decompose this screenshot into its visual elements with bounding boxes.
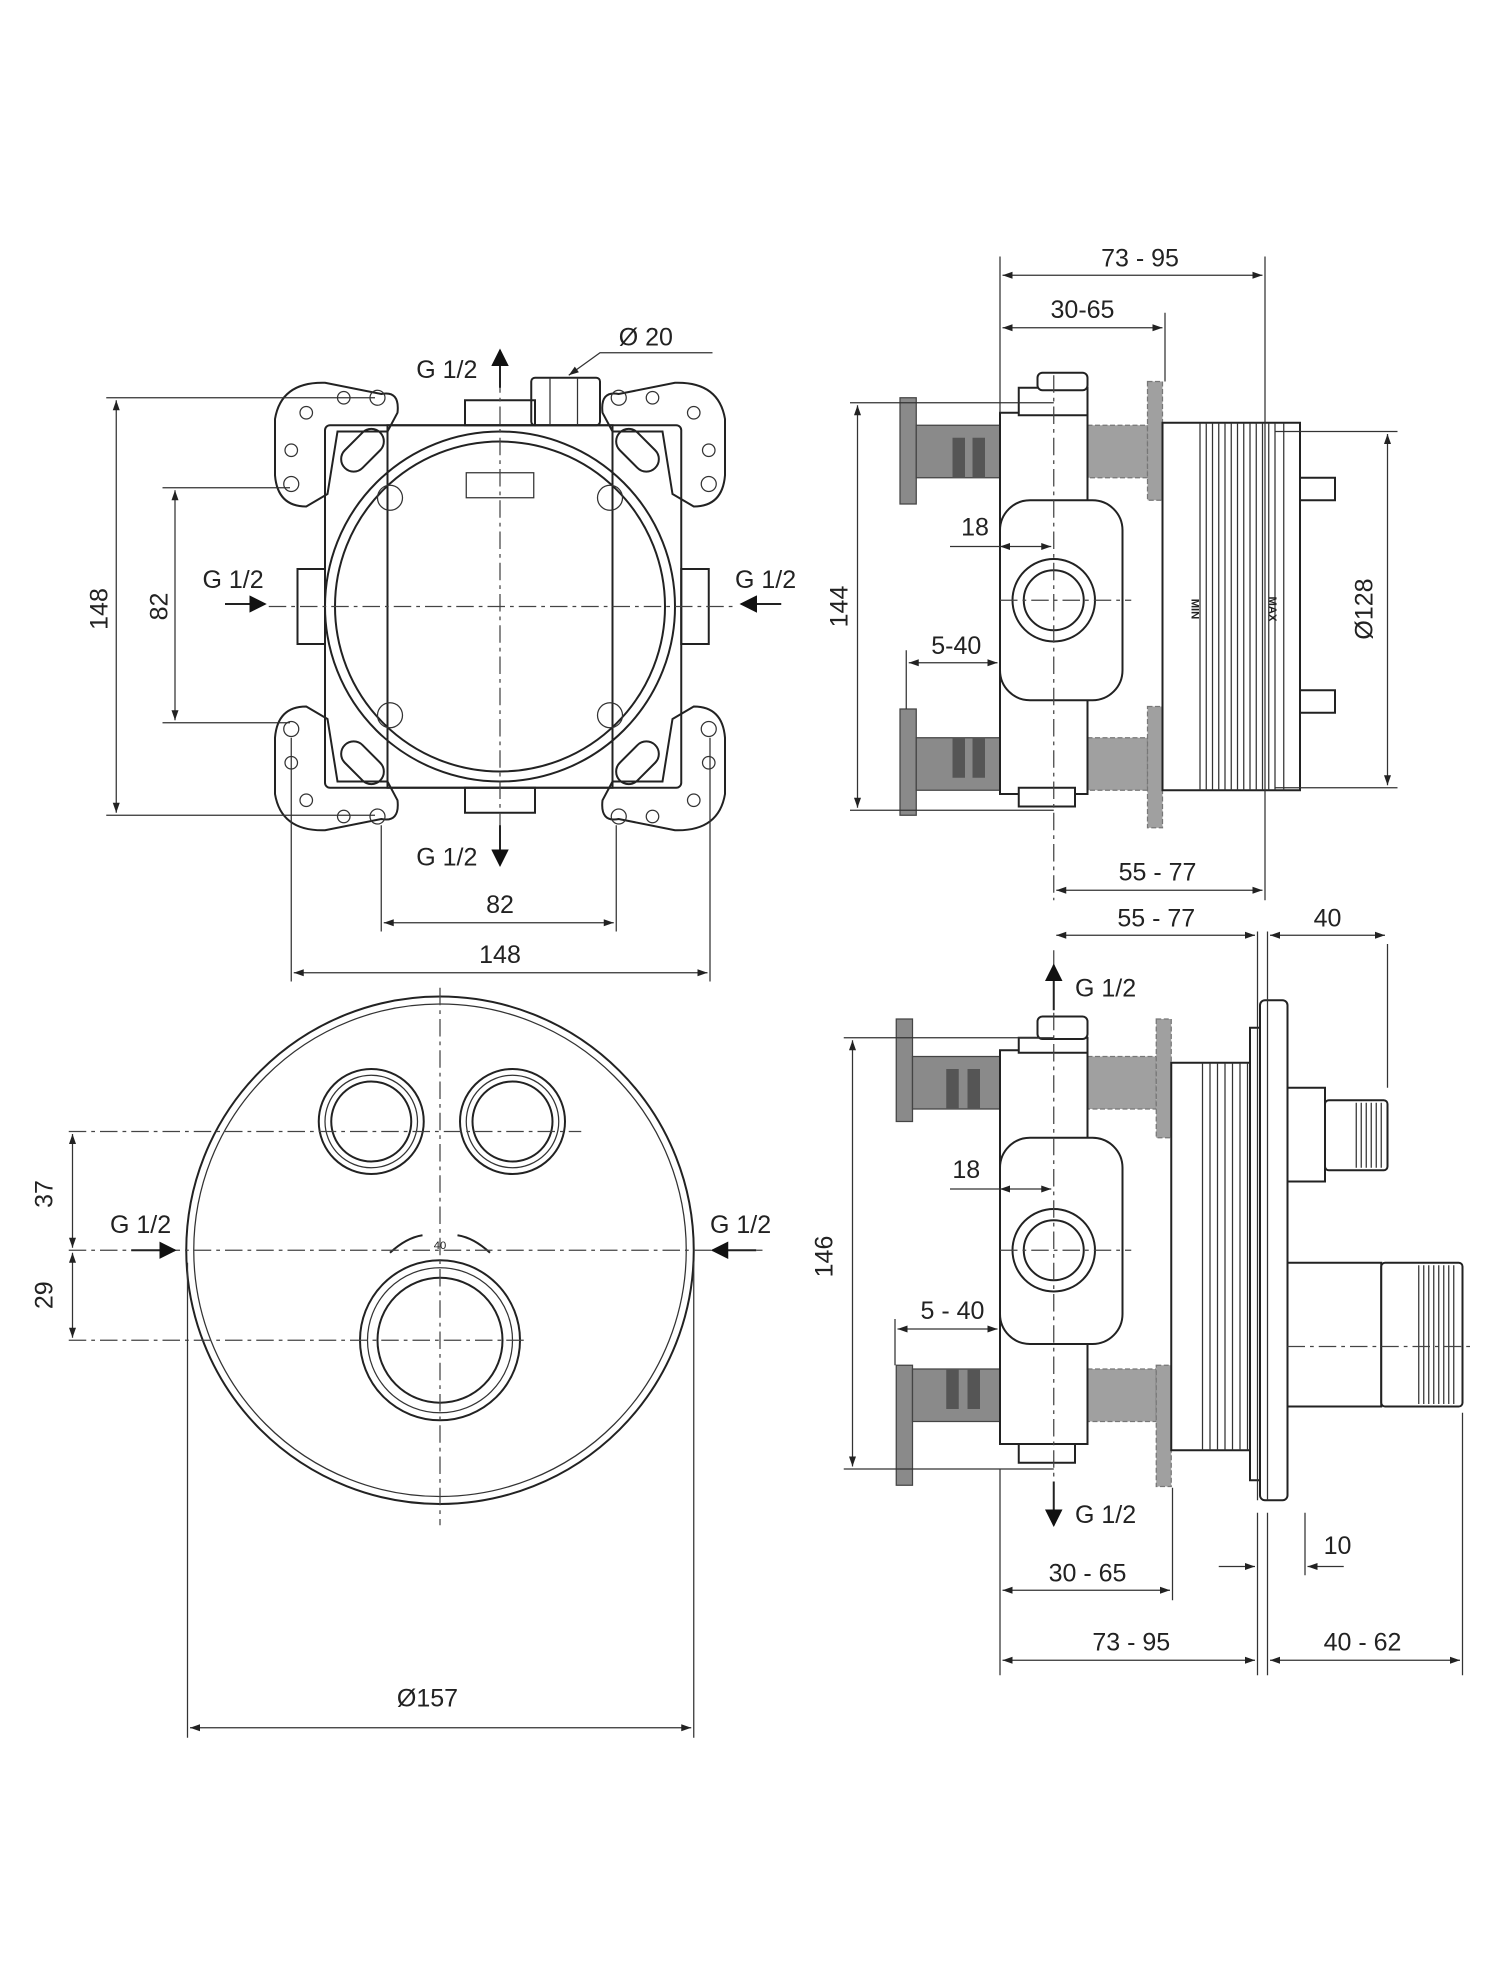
label-outlet-top: G 1/2 [416,356,477,384]
front-view-trim: 40 37 29 G 1/2 G 1/2 Ø157 [31,987,771,1738]
dim-width-outer: 148 [479,941,521,969]
dim-height-inner: 82 [146,593,174,621]
dim-depth-total: 73 - 95 [1092,1628,1170,1656]
front-view-box: G 1/2 G 1/2 G 1/2 G 1/2 Ø 20 148 82 82 1… [86,323,796,982]
thermostat-knob-side [1286,1261,1464,1408]
dim-offset: 18 [961,513,989,541]
dim-plate: 10 [1324,1532,1352,1560]
dim-center-depth: 55 - 77 [1117,905,1195,933]
mounting-bracket [274,381,726,832]
dim-wall: 5-40 [931,632,981,660]
label-inlet-left: G 1/2 [110,1211,171,1239]
label-outlet-bottom: G 1/2 [416,843,477,871]
dim-wall: 5 - 40 [921,1297,985,1325]
button-right [459,1068,566,1175]
label-outlet-bottom: G 1/2 [1075,1501,1136,1529]
dim-offset: 18 [952,1156,980,1184]
dim-projection: 40 - 62 [1324,1628,1402,1656]
label-inlet-left: G 1/2 [203,566,264,594]
dim-height: 146 [811,1236,839,1278]
dim-center-depth: 55 - 77 [1119,858,1197,886]
dim-upper: 37 [31,1180,59,1208]
mark-max: MAX [1266,597,1278,622]
dim-flange: 30 - 65 [1049,1560,1127,1588]
label-diameter-outlet: Ø 20 [619,323,673,351]
side-view-assembled: 55 - 77 40 G 1/2 G 1/2 146 18 5 - 40 30 … [811,905,1475,1676]
dim-width-inner: 82 [486,891,514,919]
thread-ribs [1199,422,1285,791]
dim-height: 144 [826,586,854,628]
dim-depth-total: 73 - 95 [1101,245,1179,273]
diverter-knob [1286,1086,1389,1183]
mark-min: MIN [1188,599,1200,620]
dim-depth-flange: 30-65 [1051,296,1115,324]
label-outlet-top: G 1/2 [1075,975,1136,1003]
dim-lower: 29 [31,1281,59,1309]
side-view-box: MIN MAX 73 - 95 30-65 144 18 5-40 Ø128 5… [826,245,1398,901]
button-left [317,1068,425,1175]
dim-knob: 40 [1314,905,1342,933]
label-inlet-right: G 1/2 [735,566,796,594]
dim-height-outer: 148 [86,588,114,630]
dim-diameter: Ø128 [1351,578,1379,639]
dim-diameter: Ø157 [397,1685,458,1713]
label-inlet-right: G 1/2 [710,1211,771,1239]
